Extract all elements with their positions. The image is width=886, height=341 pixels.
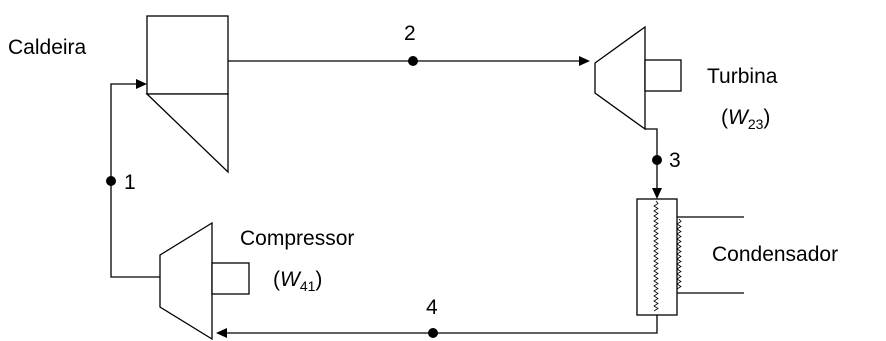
compressor-label: Compressor <box>240 227 354 250</box>
turbine-body <box>594 25 646 131</box>
state-point-1 <box>106 176 116 186</box>
condenser-label: Condensador <box>712 243 838 266</box>
state-point-3 <box>652 155 662 165</box>
compressor <box>159 221 250 341</box>
arrow-to-turbine <box>579 56 590 66</box>
arrow-to-boiler <box>136 79 147 89</box>
condenser <box>636 198 744 316</box>
arrow-to-condenser <box>652 188 662 199</box>
turbine-work-label: (W23) <box>721 106 770 132</box>
coil-hatch-1 <box>653 200 659 312</box>
turbine-work-symbol: W <box>728 106 750 129</box>
boiler-bottom-triangle <box>145 93 229 174</box>
compressor-work-subscript: 41 <box>300 278 316 294</box>
state-label-3: 3 <box>669 149 681 172</box>
turbine <box>594 25 682 131</box>
compressor-work-label: (W41) <box>273 268 322 294</box>
state-label-2: 2 <box>404 22 416 45</box>
condenser-coil <box>653 200 682 312</box>
coil-hatch-2 <box>676 218 682 290</box>
compressor-body <box>159 221 213 341</box>
boiler-top-box <box>146 15 229 95</box>
compressor-shaft <box>211 262 250 295</box>
state-label-1: 1 <box>124 171 136 194</box>
state-label-4: 4 <box>426 296 438 319</box>
state-point-4 <box>428 328 438 338</box>
compressor-work-symbol: W <box>280 268 302 291</box>
flow-line-4 <box>226 315 658 334</box>
turbine-shaft <box>644 59 682 92</box>
turbine-label: Turbina <box>707 65 778 88</box>
boiler-label: Caldeira <box>8 36 87 59</box>
arrow-to-compressor <box>216 328 227 338</box>
turbine-work-subscript: 23 <box>748 116 764 132</box>
boiler <box>145 15 229 174</box>
state-point-2 <box>408 56 418 66</box>
flow-line-3 <box>645 128 658 190</box>
